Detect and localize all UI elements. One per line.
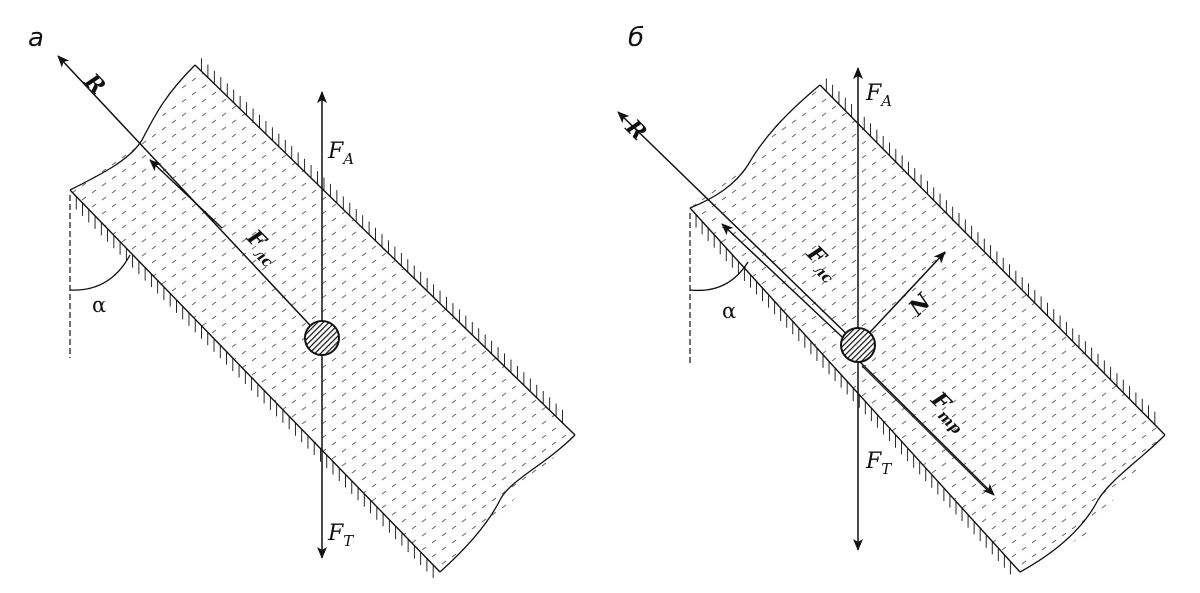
- channel-break-bottom-a: [439, 434, 576, 573]
- angle-label-b: α: [722, 299, 736, 323]
- label-gravity-a: FT: [327, 521, 354, 550]
- wall-hatching-bottom-b: [695, 214, 1011, 575]
- vector-friction-b: [857, 359, 995, 496]
- panel-b: α б R FA FT Fлс N Fтр: [617, 23, 1166, 575]
- angle-arc-a: [69, 254, 131, 291]
- channel-bottom-wall-b: [689, 207, 1021, 573]
- vector-drag-b: [721, 223, 859, 353]
- fluid-region-b: [690, 85, 1165, 572]
- panel-a: α а R FA FT Fлс: [28, 23, 576, 578]
- angle-arc-b: [689, 261, 749, 292]
- vector-R-b: [617, 111, 859, 346]
- channel-bottom-wall-a: [69, 189, 441, 573]
- angle-label-a: α: [92, 293, 106, 317]
- label-archimedes-a: FA: [327, 139, 354, 168]
- wall-hatching-bottom-a: [75, 196, 434, 578]
- label-gravity-b: FT: [865, 449, 892, 478]
- vector-friction-b-edge: [861, 365, 991, 494]
- channel-break-bottom-b: [1019, 434, 1166, 573]
- particle-b: [840, 327, 876, 363]
- channel-top-wall-a: [194, 64, 576, 436]
- particle-a: [304, 320, 340, 356]
- wall-hatching-top-b: [825, 78, 1156, 425]
- vector-drag-a: [149, 159, 223, 229]
- panel-label-b: б: [628, 23, 644, 53]
- wall-hatching-top-a: [200, 58, 563, 423]
- label-R-a: R: [78, 68, 110, 100]
- channel-break-top-a: [69, 64, 196, 191]
- channel-top-wall-b: [819, 84, 1166, 436]
- label-archimedes-b: FA: [865, 81, 892, 110]
- channel-break-top-b: [689, 84, 821, 209]
- vector-normal-b: [857, 251, 946, 346]
- panel-label-a: а: [28, 23, 44, 53]
